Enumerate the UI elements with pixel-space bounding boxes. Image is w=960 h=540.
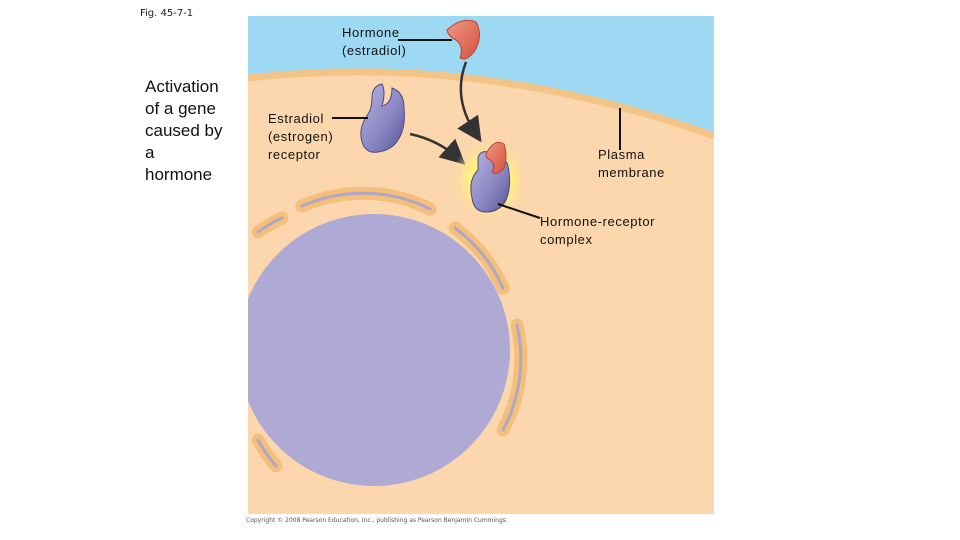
nuclear-envelope: [251, 186, 528, 473]
figure-label: Fig. 45-7-1: [140, 8, 194, 19]
side-caption: Activation of a gene caused by a hormone: [145, 76, 245, 186]
receptor-label-line: Estradiol: [268, 111, 324, 126]
plasma-membrane: [248, 68, 714, 140]
estradiol-receptor: [360, 83, 405, 153]
hormone-label-line: (estradiol): [342, 43, 407, 58]
complex-label: Hormone-receptor complex: [540, 213, 655, 249]
hormone-label-line: Hormone: [342, 25, 400, 40]
plasma-membrane-label: Plasma membrane: [598, 146, 665, 182]
entry-arrow: [457, 61, 482, 143]
side-caption-line: a: [145, 143, 155, 162]
receptor-label-line: (estrogen): [268, 129, 334, 144]
receptor-label: Estradiol (estrogen) receptor: [268, 110, 333, 164]
complex-hormone: [485, 141, 507, 174]
side-caption-line: Activation: [145, 77, 219, 96]
nucleus: [248, 214, 510, 486]
side-caption-line: hormone: [145, 165, 213, 184]
copyright-notice: Copyright © 2008 Pearson Education, Inc.…: [246, 517, 508, 524]
complex-label-line: Hormone-receptor: [540, 214, 656, 229]
side-caption-line: of a gene: [145, 99, 216, 118]
plasma-membrane-label-line: membrane: [598, 165, 665, 180]
leader-lines: [332, 39, 621, 219]
hormone-molecule: [446, 19, 480, 60]
side-caption-line: caused by: [145, 121, 223, 140]
plasma-membrane-label-line: Plasma: [598, 147, 645, 162]
receptor-label-line: receptor: [268, 147, 321, 162]
hormone-label: Hormone (estradiol): [342, 24, 406, 60]
binding-arrow: [409, 132, 466, 165]
complex-label-line: complex: [540, 232, 593, 247]
